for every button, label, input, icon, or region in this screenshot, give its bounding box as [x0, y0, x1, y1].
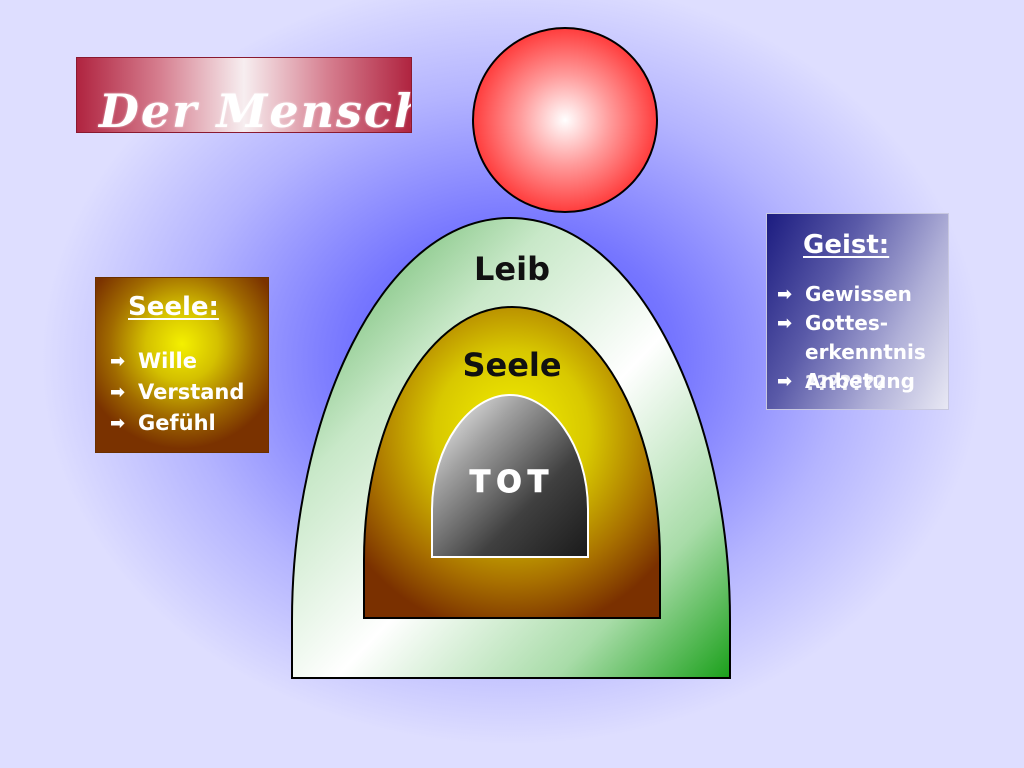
list-item: erkenntnis — [805, 340, 926, 364]
geist-heading: Geist: — [803, 230, 890, 260]
seele-label: Seele — [462, 346, 561, 384]
arrow-right-icon: ➡ — [110, 413, 126, 434]
list-item: ➡Gottes- — [777, 309, 926, 338]
list-item: ➡Verstand — [110, 377, 244, 408]
geist-shape — [431, 393, 589, 558]
arrow-right-icon: ➡ — [110, 351, 126, 372]
list-item: ➡Wille — [110, 346, 244, 377]
seele-heading: Seele: — [128, 292, 219, 322]
tot-label: TOT — [470, 465, 554, 500]
geist-info-box: Geist: ➡Gewissen ➡Gottes- erkenntnis ➡An… — [766, 213, 949, 410]
list-item: ➡Gefühl — [110, 408, 244, 439]
seele-list: ➡Wille ➡Verstand ➡Gefühl — [110, 346, 244, 439]
title-banner: Der Mensch — [76, 57, 412, 133]
head-circle — [472, 27, 658, 213]
arrow-right-icon: ➡ — [777, 284, 793, 305]
list-item: ➡Gewissen — [777, 280, 926, 309]
geist-list: ➡Gewissen ➡Gottes- erkenntnis ➡Anbetung — [777, 280, 926, 396]
arrow-right-icon: ➡ — [110, 382, 126, 403]
leib-label: Leib — [474, 250, 550, 288]
question-marks-overlay: ??????? — [805, 371, 887, 395]
page-title: Der Mensch — [99, 84, 412, 133]
arrow-right-icon: ➡ — [777, 313, 793, 334]
list-item: ➡Anbetung — [777, 367, 926, 396]
arrow-right-icon: ➡ — [777, 371, 793, 392]
seele-info-box: Seele: ➡Wille ➡Verstand ➡Gefühl — [95, 277, 269, 453]
